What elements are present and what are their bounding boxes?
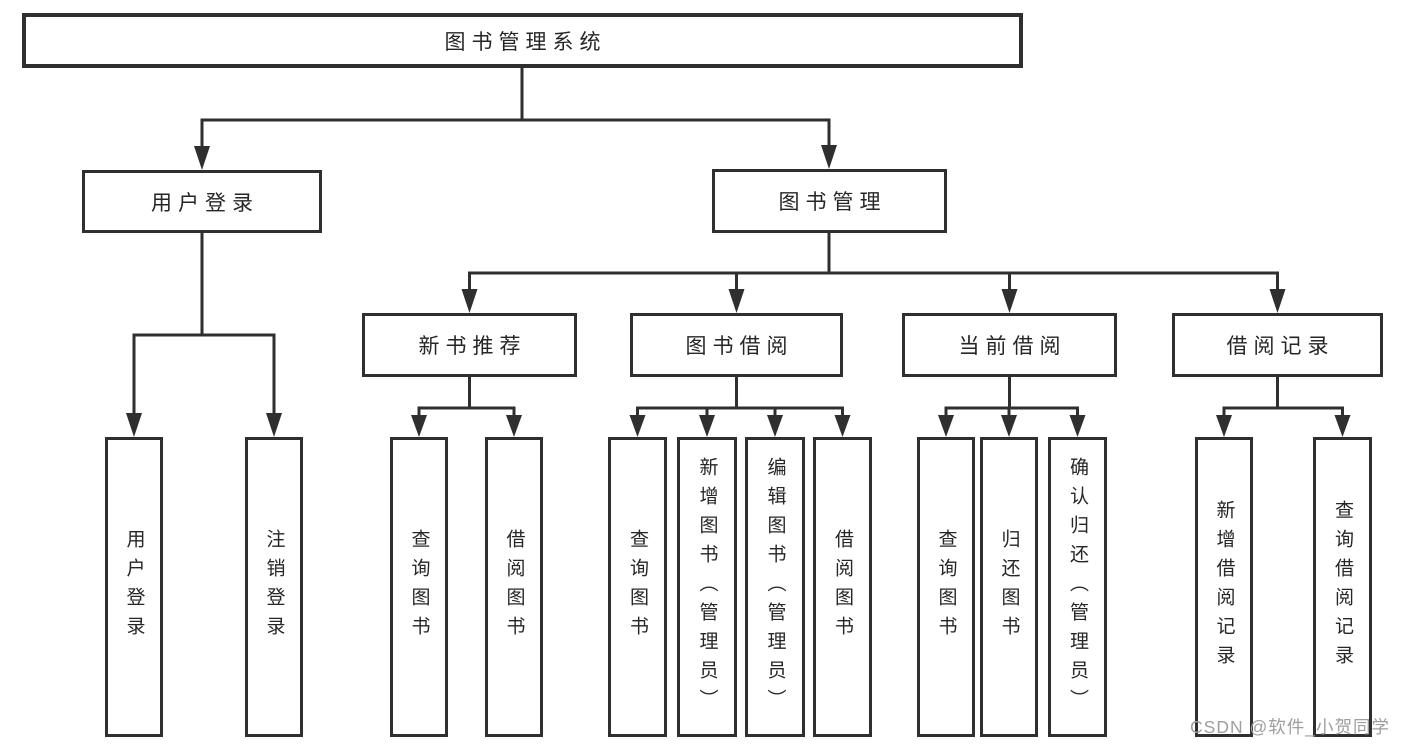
leaf-logout: 注销登录 (245, 437, 303, 737)
leaf-return-books: 归还图书 (980, 437, 1038, 737)
leaf-borrow-books-label: 借阅图书 (832, 529, 853, 645)
leaf-add-books-admin-label: 新增图书（管理员） (696, 456, 718, 718)
leaf-recommend-query-books: 查询图书 (390, 437, 448, 737)
leaf-borrow-query-books: 查询图书 (608, 437, 667, 737)
node-book-management-label: 图书管理 (778, 191, 887, 214)
leaf-add-books-admin: 新增图书（管理员） (677, 437, 737, 737)
node-user-login-label: 用户登录 (151, 191, 259, 215)
node-new-book-recommend: 新书推荐 (362, 313, 577, 377)
node-current-borrow: 当前借阅 (902, 313, 1117, 377)
leaf-confirm-return-admin-label: 确认归还（管理员） (1067, 456, 1088, 718)
leaf-query-borrow-record: 查询借阅记录 (1313, 437, 1372, 737)
node-root-system: 图书管理系统 (22, 13, 1023, 68)
leaf-borrow-query-books-label: 查询图书 (627, 529, 648, 645)
leaf-return-books-label: 归还图书 (998, 529, 1020, 645)
node-book-borrow: 图书借阅 (630, 313, 843, 377)
node-book-borrow-label: 图书借阅 (685, 335, 794, 358)
csdn-watermark: CSDN @软件_小贺同学 (1190, 717, 1390, 737)
leaf-edit-books-admin-label: 编辑图书（管理员） (764, 456, 786, 718)
leaf-edit-books-admin: 编辑图书（管理员） (745, 437, 805, 737)
arrowheads (126, 145, 1351, 437)
leaf-query-borrow-record-label: 查询借阅记录 (1332, 500, 1353, 674)
leaf-add-borrow-record: 新增借阅记录 (1195, 437, 1253, 737)
leaf-user-login-label: 用户登录 (123, 529, 145, 645)
node-new-book-recommend-label: 新书推荐 (418, 335, 527, 358)
leaf-recommend-borrow-books: 借阅图书 (485, 437, 543, 737)
leaf-current-query-books-label: 查询图书 (935, 529, 957, 645)
leaf-recommend-borrow-books-label: 借阅图书 (503, 529, 525, 645)
leaf-confirm-return-admin: 确认归还（管理员） (1048, 437, 1107, 737)
leaf-borrow-books: 借阅图书 (813, 437, 872, 737)
leaf-logout-label: 注销登录 (263, 529, 285, 645)
node-borrow-record: 借阅记录 (1172, 313, 1383, 377)
node-book-management: 图书管理 (712, 169, 947, 233)
leaf-current-query-books: 查询图书 (917, 437, 975, 737)
node-borrow-record-label: 借阅记录 (1226, 335, 1335, 358)
node-root-label: 图书管理系统 (444, 30, 607, 54)
node-current-borrow-label: 当前借阅 (958, 335, 1067, 358)
leaf-add-borrow-record-label: 新增借阅记录 (1213, 500, 1235, 674)
leaf-user-login: 用户登录 (105, 437, 163, 737)
node-user-login: 用户登录 (82, 170, 322, 233)
leaf-recommend-query-books-label: 查询图书 (408, 529, 430, 645)
